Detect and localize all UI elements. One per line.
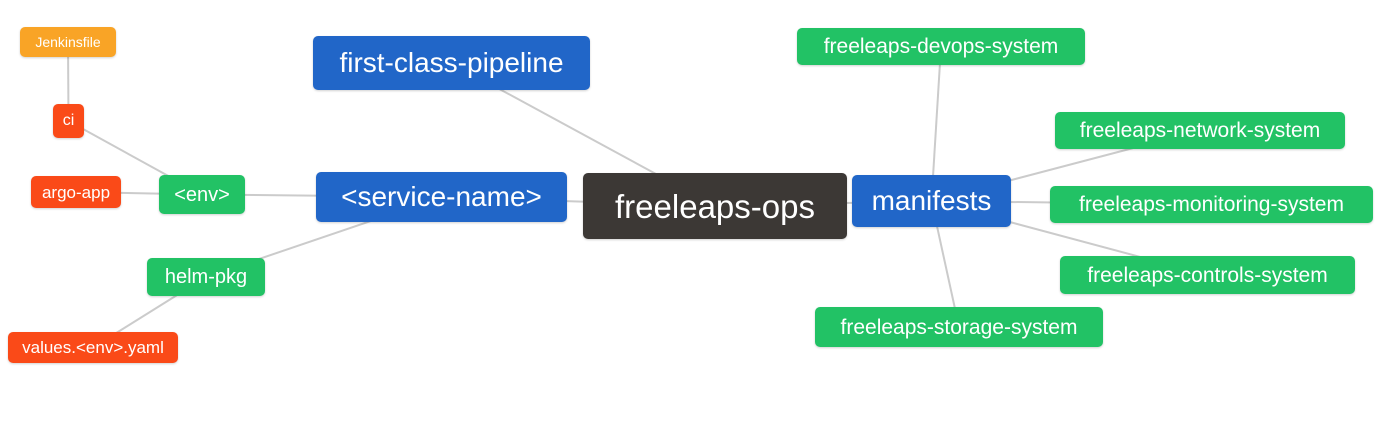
- node-label: freeleaps-devops-system: [823, 35, 1059, 58]
- node-label: first-class-pipeline: [339, 47, 564, 78]
- node-freeleaps-devops-system[interactable]: freeleaps-devops-system: [797, 28, 1085, 65]
- node-freeleaps-monitoring-system[interactable]: freeleaps-monitoring-system: [1050, 186, 1373, 223]
- node-label: argo-app: [41, 182, 111, 202]
- node-argo-app[interactable]: argo-app: [31, 176, 121, 208]
- node-label: values.<env>.yaml: [22, 338, 164, 357]
- node-ci[interactable]: ci: [53, 104, 84, 138]
- node-label: Jenkinsfile: [35, 34, 101, 50]
- node-first-class-pipeline[interactable]: first-class-pipeline: [313, 36, 590, 90]
- node-freeleaps-controls-system[interactable]: freeleaps-controls-system: [1060, 256, 1355, 294]
- node-values-env-yaml[interactable]: values.<env>.yaml: [8, 332, 178, 363]
- node-label: helm-pkg: [164, 266, 248, 288]
- node-freeleaps-storage-system[interactable]: freeleaps-storage-system: [815, 307, 1103, 347]
- node-manifests[interactable]: manifests: [852, 175, 1011, 227]
- node-label: <service-name>: [341, 181, 542, 212]
- node-label: freeleaps-ops: [615, 187, 815, 225]
- node-jenkinsfile[interactable]: Jenkinsfile: [20, 27, 116, 57]
- node-label: freeleaps-storage-system: [840, 315, 1078, 339]
- node-label: freeleaps-network-system: [1079, 119, 1321, 142]
- node-freeleaps-network-system[interactable]: freeleaps-network-system: [1055, 112, 1345, 149]
- node-env[interactable]: <env>: [159, 175, 245, 214]
- node-label: freeleaps-monitoring-system: [1079, 193, 1344, 216]
- node-label: <env>: [174, 183, 230, 206]
- node-label: ci: [62, 112, 75, 129]
- node-service-name[interactable]: <service-name>: [316, 172, 567, 222]
- node-helm-pkg[interactable]: helm-pkg: [147, 258, 265, 296]
- node-freeleaps-ops[interactable]: freeleaps-ops: [583, 173, 847, 239]
- node-label: manifests: [871, 185, 992, 216]
- node-label: freeleaps-controls-system: [1087, 263, 1328, 287]
